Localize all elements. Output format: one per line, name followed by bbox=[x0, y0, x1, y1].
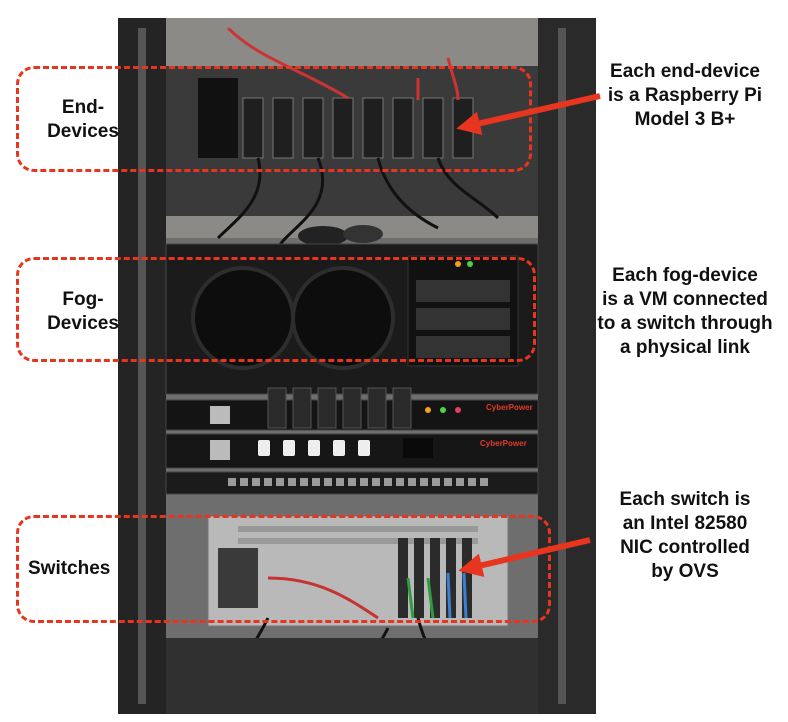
switch-annotation: Each switch is an Intel 82580 NIC contro… bbox=[590, 488, 780, 584]
cyberpower-logo-1: CyberPower bbox=[486, 403, 533, 412]
end-device-annotation-line-1: Each end-device bbox=[610, 61, 760, 82]
switch-annotation-line-3: NIC controlled bbox=[620, 537, 750, 558]
fog-devices-label-line-2: Devices bbox=[47, 313, 119, 334]
rack-photo: CyberPower CyberPower bbox=[118, 18, 596, 714]
switch-annotation-line-4: by OVS bbox=[651, 561, 719, 582]
end-device-annotation: Each end-device is a Raspberry Pi Model … bbox=[590, 60, 780, 132]
end-devices-label-line-1: End- bbox=[61, 97, 105, 118]
cyberpower-logo-2: CyberPower bbox=[480, 439, 527, 448]
switches-label: Switches bbox=[28, 558, 111, 579]
fog-device-annotation-line-1: Each fog-device bbox=[612, 265, 758, 286]
fog-devices-label: Fog- Devices bbox=[38, 288, 128, 336]
fog-devices-highlight-box bbox=[16, 257, 536, 362]
fog-device-annotation-line-2: is a VM connected bbox=[602, 289, 768, 310]
fog-devices-label-line-1: Fog- bbox=[62, 289, 104, 310]
fog-device-annotation-line-4: a physical link bbox=[620, 337, 750, 358]
fog-device-annotation: Each fog-device is a VM connected to a s… bbox=[590, 264, 780, 360]
switch-annotation-line-1: Each switch is bbox=[619, 489, 751, 510]
end-device-annotation-line-3: Model 3 B+ bbox=[634, 109, 736, 130]
end-devices-label-line-2: Devices bbox=[47, 121, 119, 142]
end-device-annotation-line-2: is a Raspberry Pi bbox=[607, 85, 763, 106]
switch-annotation-line-2: an Intel 82580 bbox=[622, 513, 748, 534]
end-devices-label: End- Devices bbox=[38, 96, 128, 144]
fog-device-annotation-line-3: to a switch through bbox=[597, 313, 773, 334]
